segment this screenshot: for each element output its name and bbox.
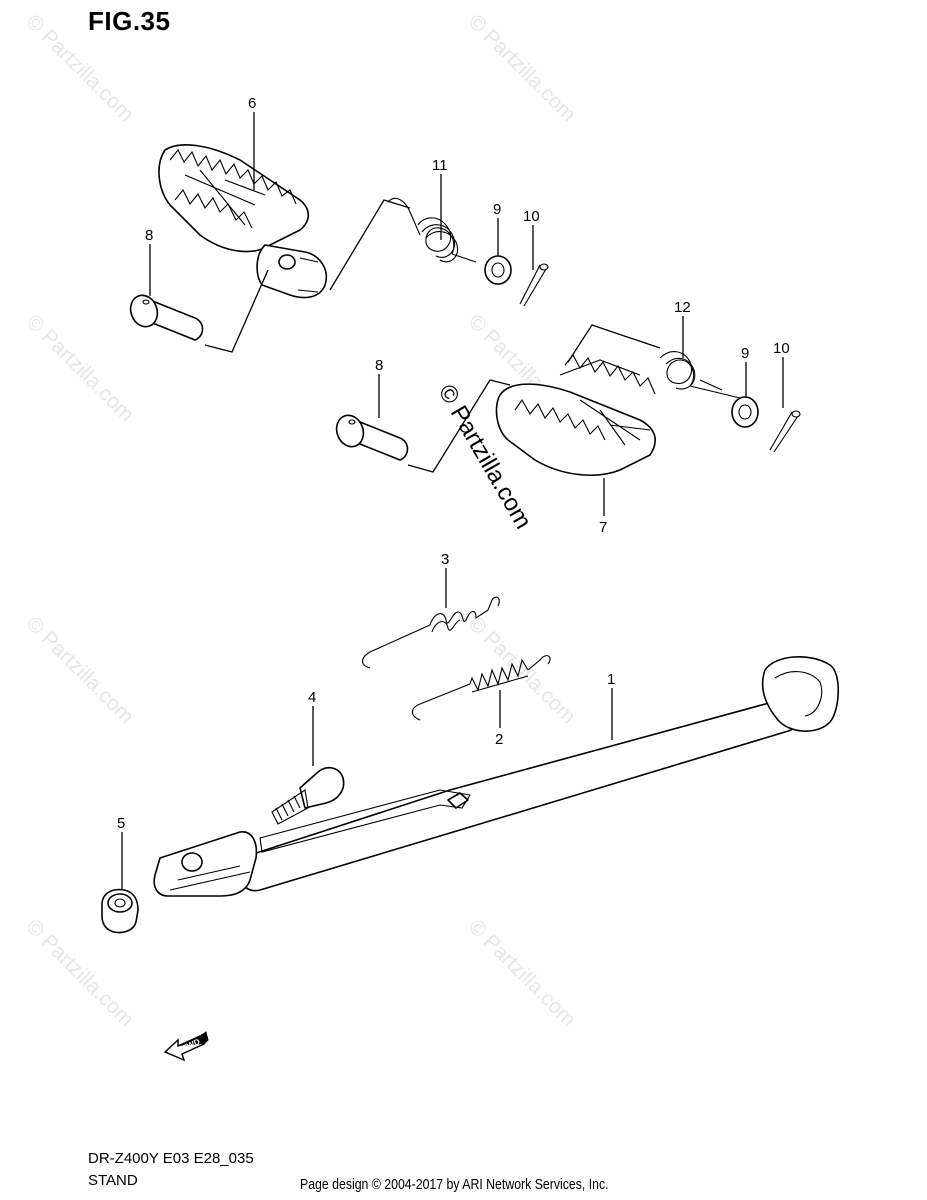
washer-part-9-lower[interactable]: [731, 396, 759, 428]
callout-8-upper: 8: [145, 227, 153, 244]
copyright-text: Page design © 2004-2017 by ARI Network S…: [300, 1176, 609, 1193]
callout-6: 6: [248, 95, 256, 112]
callout-4: 4: [308, 689, 316, 706]
leader-8-to-7: [407, 379, 511, 473]
callout-leaders: [121, 112, 784, 890]
stand-bolt-part-4[interactable]: [271, 766, 345, 825]
callout-1: 1: [607, 671, 615, 688]
model-code: DR-Z400Y E03 E28_035: [88, 1150, 254, 1167]
leader-7-to-12: [567, 324, 661, 363]
section-name: STAND: [88, 1172, 138, 1189]
leader-6-to-11: [329, 199, 411, 291]
side-stand-part-1[interactable]: [153, 655, 840, 897]
callout-8-lower: 8: [375, 357, 383, 374]
footpeg-left-part-6[interactable]: [158, 144, 327, 299]
callout-9-upper: 9: [493, 201, 501, 218]
callout-9-lower: 9: [741, 345, 749, 362]
fwd-arrow-icon: FWD: [163, 1031, 209, 1062]
footpeg-right-part-7[interactable]: [495, 354, 656, 476]
callout-12: 12: [674, 299, 691, 316]
washer-part-9-upper[interactable]: [484, 255, 512, 285]
leader-8-to-6: [204, 269, 269, 353]
callout-5: 5: [117, 815, 125, 832]
stand-spring-part-2[interactable]: [411, 655, 551, 721]
cotter-pin-part-10-upper[interactable]: [519, 263, 549, 307]
cotter-pin-part-10-lower[interactable]: [769, 410, 801, 453]
callout-2: 2: [495, 731, 503, 748]
figure-title: FIG.35: [88, 6, 171, 36]
callout-7: 7: [599, 519, 607, 536]
callout-11: 11: [432, 157, 448, 174]
spring-part-12[interactable]: [659, 351, 741, 399]
spring-part-11[interactable]: [387, 197, 477, 263]
clevis-pin-part-8-left[interactable]: [126, 292, 204, 341]
stand-spring-part-3[interactable]: [361, 596, 500, 669]
stand-nut-part-5[interactable]: [101, 888, 139, 934]
callout-10-lower: 10: [773, 340, 790, 357]
callout-10-upper: 10: [523, 208, 540, 225]
clevis-pin-part-8-right[interactable]: [332, 412, 409, 461]
callout-3: 3: [441, 551, 449, 568]
